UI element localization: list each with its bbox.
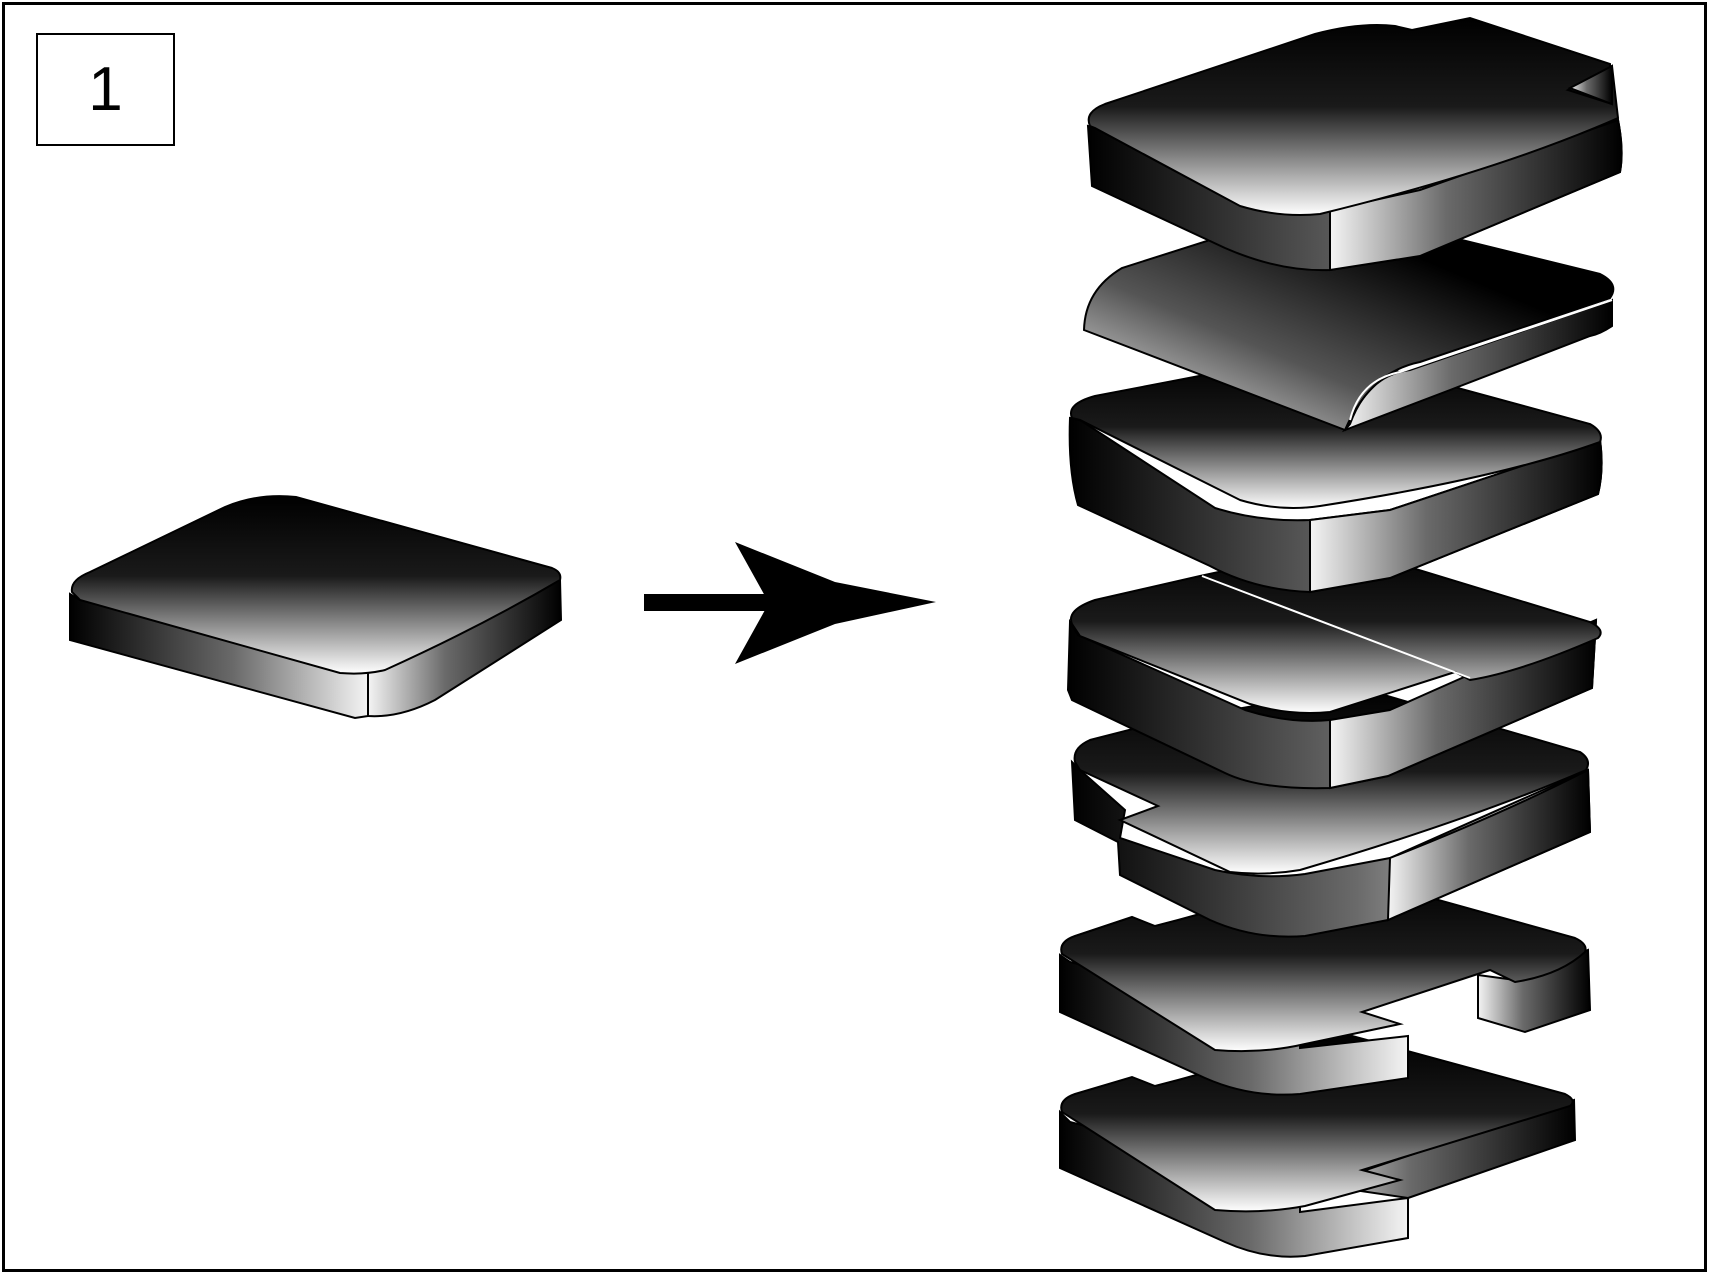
arrow-icon xyxy=(644,542,936,664)
source-cushion-top xyxy=(70,495,562,675)
source-cushion-side-right xyxy=(367,578,563,718)
source-cushion xyxy=(69,495,563,720)
cushion-segment-top xyxy=(1086,16,1623,272)
step-number-box: 1 xyxy=(36,33,175,146)
segment-stack xyxy=(1059,16,1623,1258)
cushion-segment-rectangular xyxy=(1068,358,1603,594)
cushion-segment-bottom xyxy=(1059,1032,1577,1258)
step-number: 1 xyxy=(88,54,123,124)
cushion-segment-curved xyxy=(1082,203,1615,433)
cushion-segment-notched-right xyxy=(1059,872,1592,1096)
cushion-segment-split xyxy=(1066,544,1602,790)
